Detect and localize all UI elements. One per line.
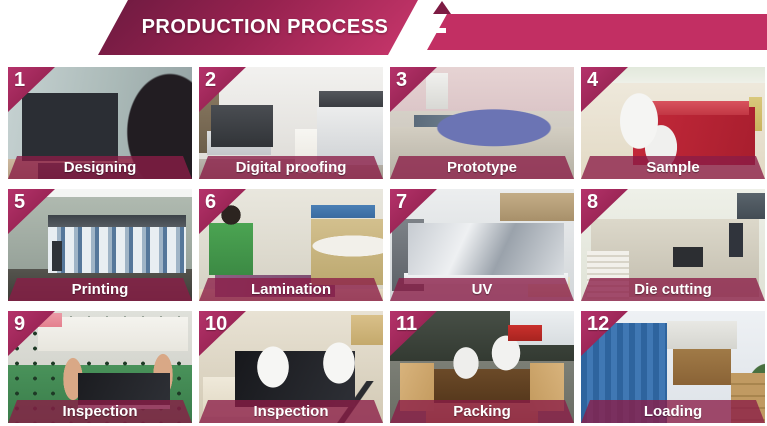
step-number: 4 <box>587 69 599 91</box>
step-cell-inspection-1: 9 Inspection <box>8 311 192 423</box>
step-number: 2 <box>205 69 217 91</box>
step-caption: Loading <box>581 400 765 423</box>
step-cell-inspection-2: 10 Inspection <box>199 311 383 423</box>
step-number: 10 <box>205 313 228 335</box>
step-caption: Lamination <box>199 278 383 301</box>
step-caption: UV <box>390 278 574 301</box>
step-caption: Inspection <box>8 400 192 423</box>
step-number: 12 <box>587 313 610 335</box>
triangle-icon <box>433 1 451 14</box>
step-caption: Die cutting <box>581 278 765 301</box>
step-caption: Sample <box>581 156 765 179</box>
page-title: PRODUCTION PROCESS <box>141 16 389 38</box>
step-number: 7 <box>396 191 408 213</box>
step-caption: Inspection <box>199 400 383 423</box>
step-cell-designing: 1 Designing <box>8 67 192 179</box>
step-number: 6 <box>205 191 217 213</box>
step-cell-digital-proofing: 2 Digital proofing <box>199 67 383 179</box>
banner-accent-bar <box>427 14 767 50</box>
step-caption: Digital proofing <box>199 156 383 179</box>
step-cell-printing: 5 Printing <box>8 189 192 301</box>
step-cell-packing: 11 Packing <box>390 311 574 423</box>
step-number: 1 <box>14 69 26 91</box>
step-number: 5 <box>14 191 26 213</box>
step-caption: Designing <box>8 156 192 179</box>
step-cell-sample: 4 Sample <box>581 67 765 179</box>
step-caption: Prototype <box>390 156 574 179</box>
step-cell-loading: 12 Loading <box>581 311 765 423</box>
step-cell-die-cutting: 8 Die cutting <box>581 189 765 301</box>
step-cell-uv: 7 UV <box>390 189 574 301</box>
step-cell-lamination: 6 Lamination <box>199 189 383 301</box>
step-number: 8 <box>587 191 599 213</box>
dash-icon <box>420 28 446 33</box>
step-number: 9 <box>14 313 26 335</box>
step-number: 11 <box>396 313 418 335</box>
step-caption: Printing <box>8 278 192 301</box>
process-grid: 1 Designing 2 Digital proofing 3 Prototy… <box>8 67 765 423</box>
step-cell-prototype: 3 Prototype <box>390 67 574 179</box>
step-number: 3 <box>396 69 408 91</box>
step-caption: Packing <box>390 400 574 423</box>
